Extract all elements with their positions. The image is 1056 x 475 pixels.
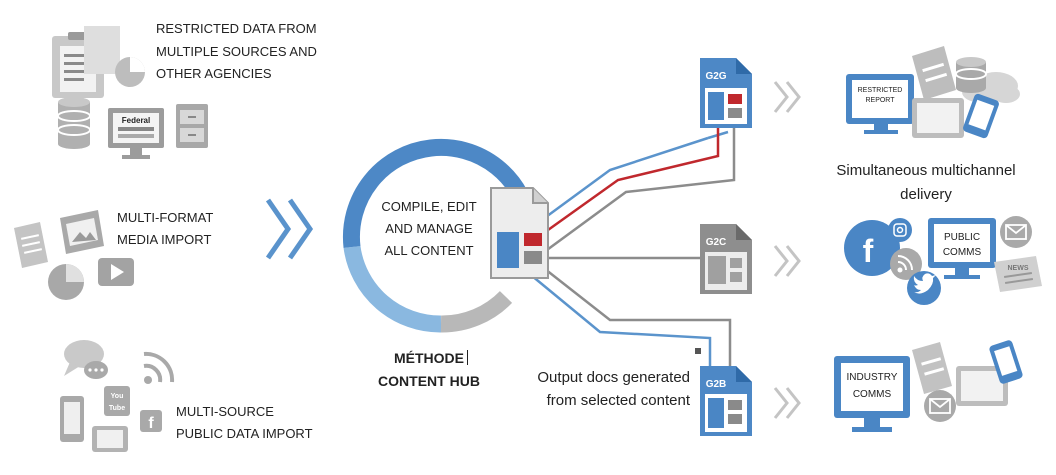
- connector-marker: [695, 348, 701, 354]
- hub-ring-gray: [440, 290, 513, 333]
- hub-center-text: COMPILE, EDIT: [381, 199, 476, 214]
- phone-icon: [989, 340, 1023, 384]
- svg-text:Output docs generated: Output docs generated: [537, 369, 690, 386]
- svg-text:COMMS: COMMS: [853, 389, 892, 400]
- svg-text:COMMS: COMMS: [943, 247, 982, 258]
- facebook-icon: f: [844, 220, 900, 276]
- delivery-caption: Simultaneous multichannel delivery: [836, 162, 1015, 203]
- g2c-label: G2C: [706, 237, 727, 248]
- svg-text:MULTI-FORMAT: MULTI-FORMAT: [117, 210, 213, 225]
- public-comms-channel: f PUBLIC COMMS: [844, 216, 1042, 305]
- restricted-data-icons: Federal: [52, 26, 208, 159]
- restricted-report-label: RESTRICTED: [858, 87, 903, 94]
- public-comms-label: PUBLIC: [944, 232, 980, 243]
- document-icon: [84, 26, 120, 74]
- hub-name: MÉTHODE: [394, 350, 464, 366]
- youtube-icon: You Tube: [104, 386, 130, 416]
- chat-bubble-icon: [64, 340, 108, 379]
- pie-chart-icon: [48, 264, 84, 300]
- twitter-icon: [907, 271, 941, 305]
- g2g-label: G2G: [705, 71, 726, 82]
- tablet-icon: [60, 396, 84, 442]
- newspaper-icon: NEWS: [994, 256, 1042, 292]
- rss-icon: [890, 248, 922, 280]
- facebook-icon: f: [140, 410, 162, 432]
- tablet-icon: [956, 366, 1008, 406]
- svg-text:PUBLIC DATA IMPORT: PUBLIC DATA IMPORT: [176, 426, 313, 441]
- delivery-chevrons: [773, 81, 801, 419]
- svg-text:AND MANAGE: AND MANAGE: [385, 221, 473, 236]
- svg-text:MEDIA IMPORT: MEDIA IMPORT: [117, 232, 211, 247]
- document-icon: [912, 46, 956, 100]
- svg-text:You: You: [111, 393, 124, 400]
- public-data-label: MULTI-SOURCE PUBLIC DATA IMPORT: [176, 404, 313, 441]
- svg-text:f: f: [863, 233, 874, 269]
- device-icon: [92, 426, 128, 452]
- hub-document-icon: [490, 187, 549, 279]
- phone-icon: [963, 93, 999, 139]
- database-icon: [57, 97, 91, 149]
- svg-text:f: f: [148, 415, 154, 432]
- svg-text:from selected content: from selected content: [547, 392, 691, 409]
- svg-text:CONTENT HUB: CONTENT HUB: [378, 373, 480, 389]
- file-cabinet-icon: [176, 104, 208, 148]
- svg-text:REPORT: REPORT: [865, 97, 895, 104]
- g2g-document: G2G: [700, 58, 752, 128]
- image-icon: [60, 210, 104, 254]
- monitor-icon: RESTRICTED REPORT: [846, 74, 914, 134]
- industry-comms-label: INDUSTRY: [847, 372, 898, 383]
- input-chevrons: [265, 198, 314, 260]
- industry-comms-channel: INDUSTRY COMMS: [834, 340, 1023, 432]
- hub-ring-light-blue: [343, 245, 442, 333]
- restricted-report-channel: RESTRICTED REPORT: [846, 46, 1020, 139]
- svg-text:ALL CONTENT: ALL CONTENT: [384, 243, 473, 258]
- svg-text:Tube: Tube: [109, 405, 125, 412]
- database-icon: [955, 57, 987, 93]
- svg-text:RESTRICTED DATA FROM: RESTRICTED DATA FROM: [156, 21, 317, 36]
- document-icon: [14, 222, 48, 268]
- g2b-label: G2B: [706, 379, 727, 390]
- email-icon: [1000, 216, 1032, 248]
- svg-text:MULTIPLE SOURCES AND: MULTIPLE SOURCES AND: [156, 44, 317, 59]
- svg-text:MULTI-SOURCE: MULTI-SOURCE: [176, 404, 274, 419]
- svg-text:Simultaneous multichannel: Simultaneous multichannel: [836, 162, 1015, 179]
- video-play-icon: [98, 258, 134, 286]
- email-icon: [924, 390, 956, 422]
- federal-monitor-icon: Federal: [108, 108, 164, 159]
- monitor-icon: PUBLIC COMMS: [928, 218, 996, 279]
- document-icon: [912, 342, 952, 394]
- rss-icon: [143, 351, 175, 384]
- svg-text:OTHER AGENCIES: OTHER AGENCIES: [156, 66, 272, 81]
- restricted-data-label: RESTRICTED DATA FROM MULTIPLE SOURCES AN…: [156, 21, 317, 81]
- g2b-document: G2B: [700, 366, 752, 436]
- media-import-label: MULTI-FORMAT MEDIA IMPORT: [117, 210, 213, 247]
- output-connectors: [519, 124, 736, 370]
- instagram-icon: [888, 218, 912, 242]
- svg-text:NEWS: NEWS: [1008, 265, 1029, 272]
- media-import-icons: [14, 210, 134, 300]
- g2c-document: G2C: [700, 224, 752, 294]
- tablet-icon: [912, 98, 964, 138]
- monitor-icon: INDUSTRY COMMS: [834, 356, 910, 432]
- public-data-icons: You Tube f: [60, 340, 175, 452]
- svg-text:delivery: delivery: [900, 186, 952, 203]
- federal-label: Federal: [122, 116, 150, 125]
- output-docs-caption: Output docs generated from selected cont…: [537, 369, 690, 409]
